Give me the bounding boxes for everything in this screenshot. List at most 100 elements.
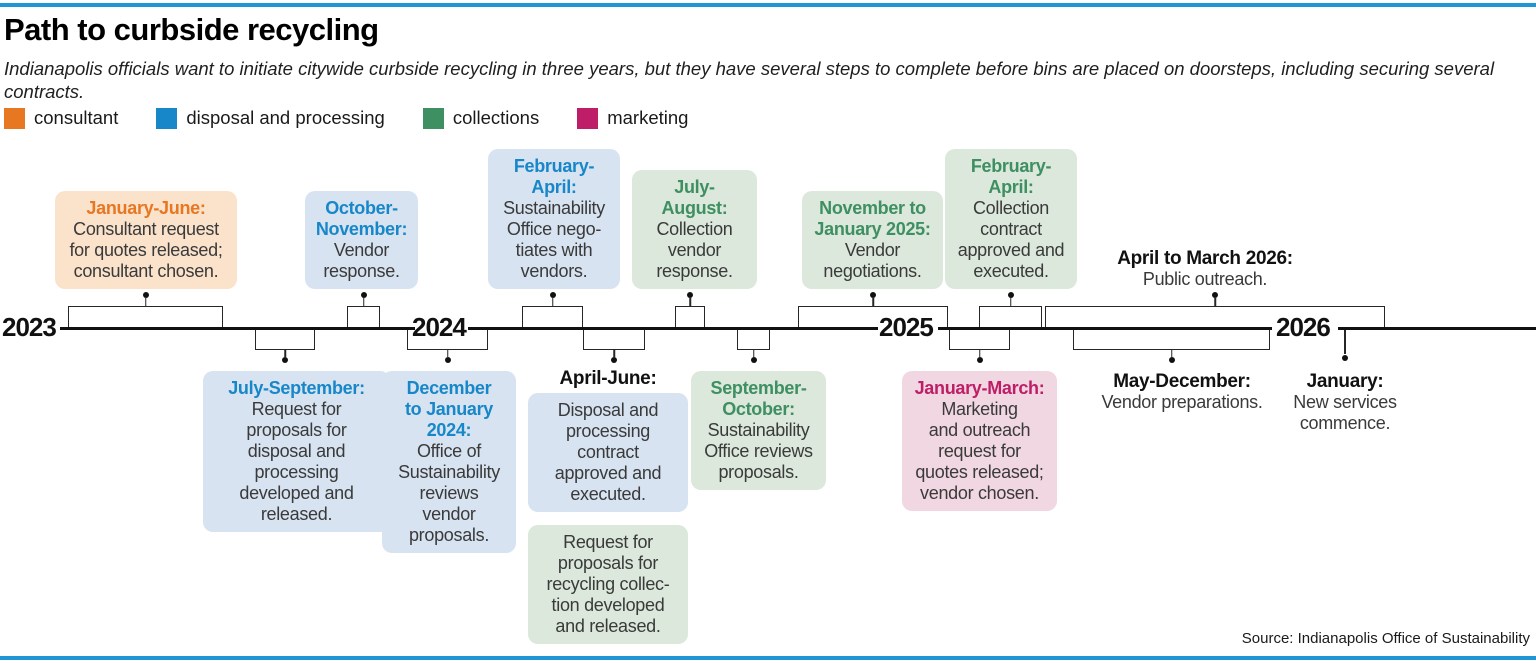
legend-label-marketing: marketing (607, 107, 689, 128)
bracket-marketing-rfq (949, 330, 1010, 363)
event-body: Request for proposals for disposal and p… (239, 399, 354, 524)
bracket-vendor-negotiations (798, 292, 948, 327)
event-new-services: January: New services commence. (1270, 371, 1420, 434)
legend-label-consultant: consultant (34, 107, 119, 128)
event-body: Vendor negotiations. (823, 240, 922, 281)
event-body: Vendor response. (323, 240, 400, 281)
bracket-stem (689, 298, 691, 307)
timeline-segment-2024 (468, 327, 878, 330)
bracket-negotiates-with-vendors (522, 292, 583, 327)
event-header: January-March: (914, 378, 1045, 398)
event-header: November to January 2025: (814, 198, 931, 239)
bracket-dot (687, 292, 693, 298)
event-body: Marketing and outreach request for quote… (915, 399, 1044, 503)
bracket-reviews-vendor-proposals (407, 330, 488, 363)
legend: consultant disposal and processing colle… (4, 107, 688, 129)
event-body: Sustainability Office reviews proposals. (704, 420, 813, 482)
bracket-stem (613, 349, 615, 357)
event-box-consultant-rfq: January-June: Consultant request for quo… (55, 191, 237, 289)
event-header: February- April: (513, 156, 595, 197)
bracket-stem (1009, 298, 1012, 307)
legend-swatch-consultant-icon (4, 107, 25, 129)
bracket-stem (446, 349, 449, 357)
event-header: April to March 2026: (1117, 248, 1293, 269)
legend-item-consultant: consultant (4, 107, 118, 129)
event-box-rfp-disposal: July-September: Request for proposals fo… (203, 371, 390, 532)
bracket-dot (1007, 292, 1014, 298)
event-box-vendor-negotiations: November to January 2025: Vendor negotia… (802, 191, 943, 289)
event-box-marketing-rfq: January-March: Marketing and outreach re… (902, 371, 1057, 511)
event-box-collection-contract: February- April: Collection contract app… (945, 149, 1077, 289)
bracket-public-outreach (1045, 292, 1385, 327)
bracket-dot (1212, 292, 1218, 298)
legend-swatch-collections-icon (422, 107, 444, 129)
event-body: Request for proposals for recycling coll… (546, 532, 670, 636)
bracket-dot (142, 292, 149, 298)
event-body: Consultant request for quotes released; … (69, 219, 223, 281)
bracket-consultant-rfq (68, 292, 223, 327)
event-box-rfp-collection: Request for proposals for recycling coll… (528, 525, 688, 644)
event-header: July- August: (661, 177, 728, 218)
year-label-2024: 2024 (412, 312, 467, 342)
bracket-collection-vendor-response (675, 292, 705, 327)
bracket-dot (444, 357, 451, 363)
legend-label-disposal: disposal and processing (186, 107, 385, 128)
bracket-stem (752, 349, 755, 357)
top-rule (0, 3, 1536, 7)
bracket-dot (549, 292, 556, 298)
legend-item-collections: collections (422, 107, 539, 129)
bracket-stem (144, 298, 147, 307)
event-header: January: (1306, 371, 1384, 392)
event-header: May-December: (1113, 371, 1251, 392)
event-body: Sustainability Office nego- tiates with … (503, 198, 605, 281)
event-box-disposal-contract: Disposal and processing contract approve… (528, 393, 688, 512)
legend-swatch-disposal-icon (156, 107, 178, 129)
event-body: New services commence. (1293, 392, 1397, 433)
marker-new-services (1341, 330, 1348, 361)
source-attribution: Source: Indianapolis Office of Sustainab… (1241, 630, 1530, 647)
bottom-rule (0, 656, 1536, 660)
bracket-dot (282, 357, 288, 363)
page-title: Path to curbside recycling (4, 12, 379, 47)
timeline-segment-2026 (1338, 327, 1536, 330)
bracket-rfp-disposal (255, 330, 315, 363)
bracket-dot (1168, 357, 1175, 363)
bracket-dot (611, 357, 617, 363)
marker-dot (1341, 355, 1348, 361)
event-box-vendor-response-2023: October- November: Vendor response. (305, 191, 418, 289)
event-april-june-label: April-June: (533, 368, 683, 389)
event-body: Disposal and processing contract approve… (554, 400, 662, 504)
bracket-reviews-proposals (737, 330, 770, 363)
bracket-dot (976, 357, 983, 363)
event-box-reviews-proposals: September- October: Sustainability Offic… (691, 371, 826, 490)
bracket-stem (1214, 298, 1216, 307)
bracket-collection-contract (979, 292, 1042, 327)
event-body: Collection contract approved and execute… (957, 198, 1065, 281)
bracket-stem (872, 298, 874, 307)
year-label-2025: 2025 (879, 312, 934, 342)
timeline-segment-2025 (938, 327, 1272, 330)
event-header: December to January 2024: (404, 378, 494, 440)
event-body: Office of Sustainability reviews vendor … (398, 441, 500, 545)
event-header: September- October: (710, 378, 807, 419)
year-label-2023: 2023 (2, 312, 57, 342)
legend-item-marketing: marketing (577, 107, 688, 129)
event-header: July-September: (228, 378, 365, 398)
event-header: February- April: (970, 156, 1052, 197)
bracket-vendor-response-2023 (347, 292, 380, 327)
event-vendor-preparations: May-December: Vendor preparations. (1082, 371, 1282, 413)
bracket-dot (870, 292, 876, 298)
legend-swatch-marketing-icon (577, 107, 599, 129)
event-body: Public outreach. (1142, 269, 1268, 289)
event-public-outreach: April to March 2026: Public outreach. (1055, 248, 1355, 290)
event-header: April-June: (559, 368, 657, 389)
bracket-stem (551, 298, 554, 307)
bracket-april-june (583, 330, 645, 363)
event-header: January-June: (86, 198, 206, 218)
bracket-dot (360, 292, 367, 298)
bracket-vendor-preparations (1073, 330, 1270, 363)
year-label-2026: 2026 (1276, 312, 1331, 342)
bracket-stem (362, 298, 365, 307)
event-body: Vendor preparations. (1101, 392, 1263, 412)
